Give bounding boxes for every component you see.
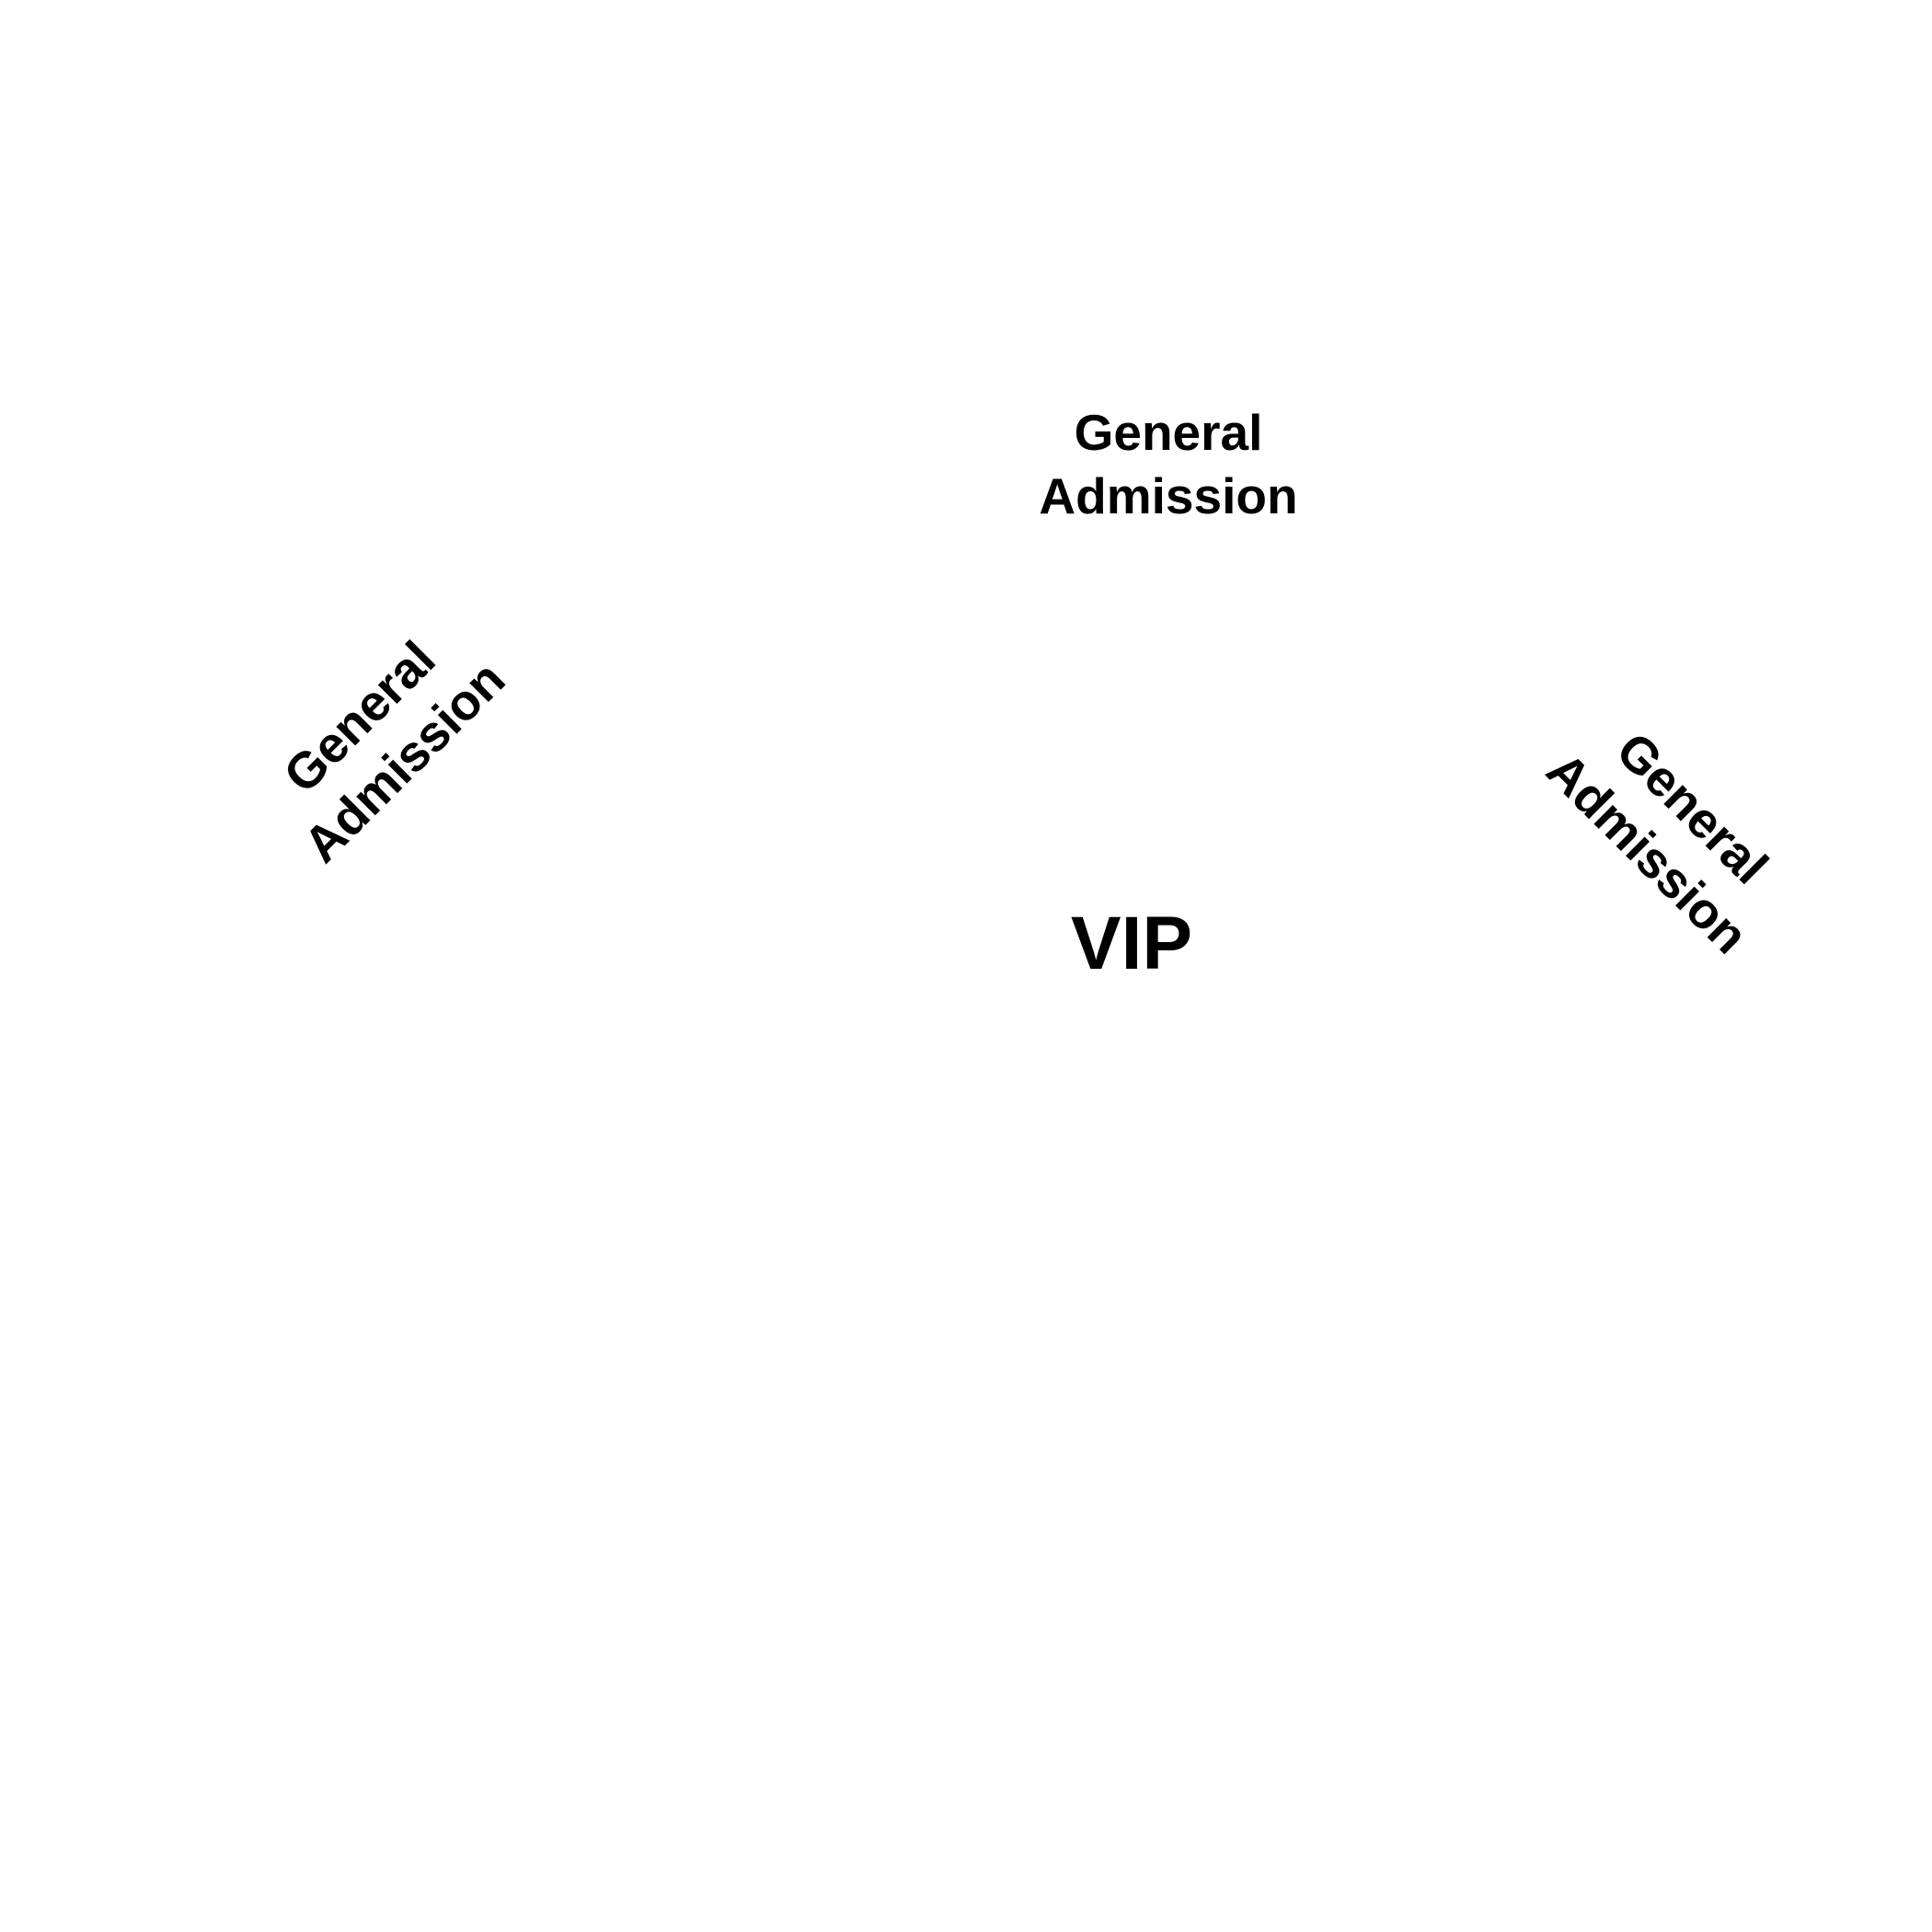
general-admission-top-line2: Admission	[1039, 466, 1298, 524]
general-admission-top-line1: General	[1074, 404, 1263, 461]
general-admission-left-label[interactable]: General Admission	[226, 584, 537, 895]
vip-section-label[interactable]: VIP	[1070, 902, 1193, 985]
general-admission-right-label[interactable]: General Admission	[1514, 675, 1825, 986]
general-admission-top-label[interactable]: General Admission	[1012, 401, 1325, 528]
